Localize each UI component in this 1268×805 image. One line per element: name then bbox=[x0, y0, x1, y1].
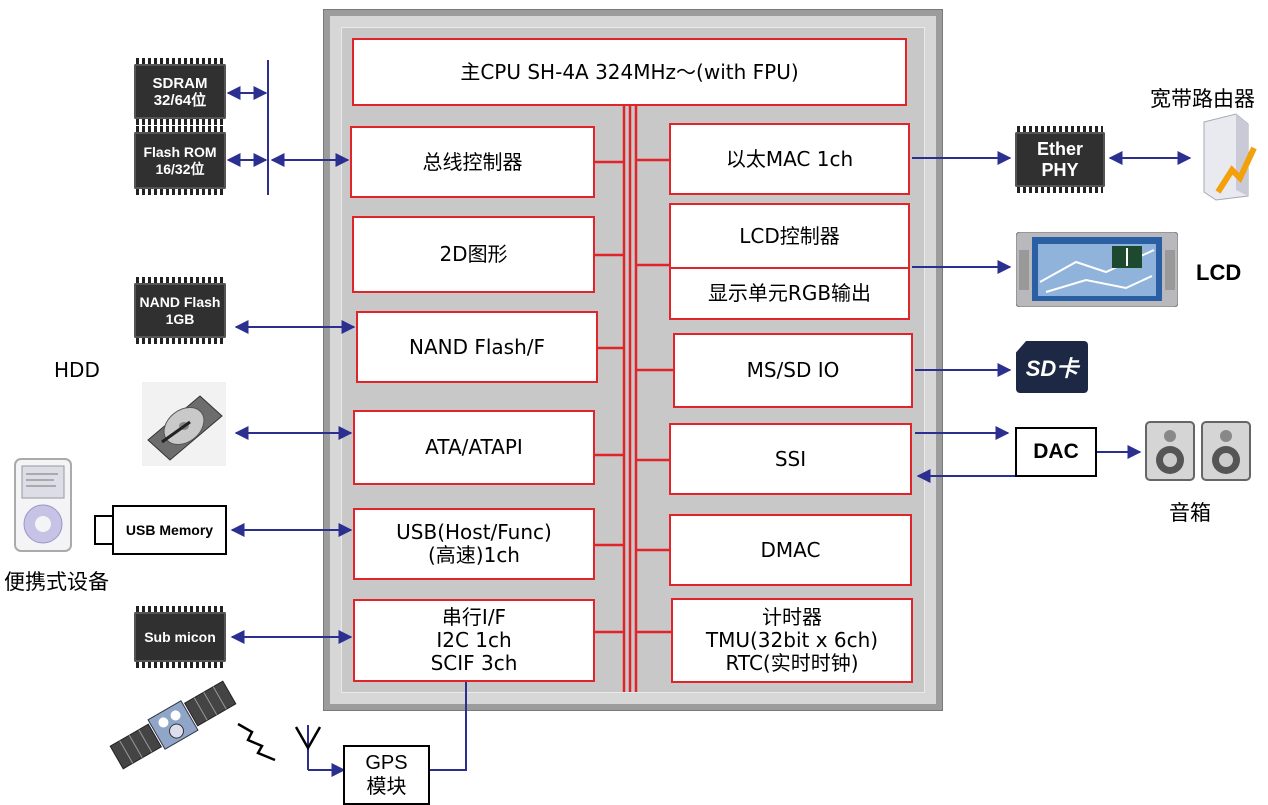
nand-flash-chip: NAND Flash 1GB bbox=[134, 277, 226, 344]
graphics-2d-label: 2D图形 bbox=[439, 242, 508, 266]
serial-label-line3: SCIF 3ch bbox=[430, 651, 518, 675]
ata-atapi-block: ATA/ATAPI bbox=[353, 410, 595, 485]
gps-module-box: GPS 模块 bbox=[343, 745, 430, 805]
usb-block: USB(Host/Func) (高速)1ch bbox=[353, 508, 595, 580]
ms-sd-io-label: MS/SD IO bbox=[746, 358, 840, 382]
rgb-output-label: 显示单元RGB输出 bbox=[707, 281, 872, 305]
timer-label-line3: RTC(实时时钟) bbox=[725, 651, 859, 675]
sdram-label-line1: SDRAM bbox=[152, 74, 208, 92]
flash-rom-chip: Flash ROM 16/32位 bbox=[134, 126, 226, 195]
sdram-label-line2: 32/64位 bbox=[153, 91, 207, 109]
ssi-block: SSI bbox=[669, 423, 912, 495]
gps-label-line2: 模块 bbox=[366, 776, 407, 798]
ether-phy-label-line2: PHY bbox=[1041, 159, 1079, 180]
flash-rom-label-line2: 16/32位 bbox=[155, 160, 205, 177]
gps-label-line1: GPS bbox=[365, 752, 408, 774]
flash-rom-label-line1: Flash ROM bbox=[143, 143, 217, 160]
sdram-chip: SDRAM 32/64位 bbox=[134, 58, 226, 125]
usb-label-line2: (高速)1ch bbox=[427, 543, 520, 567]
nand-flash-if-block: NAND Flash/F bbox=[356, 311, 598, 383]
nand-chip-label-line1: NAND Flash bbox=[139, 293, 221, 310]
speakers-label: 音箱 bbox=[1169, 501, 1211, 525]
speakers-icon bbox=[1145, 421, 1251, 481]
dmac-label: DMAC bbox=[760, 537, 821, 562]
nand-flash-if-label: NAND Flash/F bbox=[408, 334, 545, 359]
bus-controller-block: 总线控制器 bbox=[350, 126, 595, 198]
usb-plug-icon bbox=[94, 515, 114, 545]
portable-device-label: 便携式设备 bbox=[4, 570, 109, 594]
timer-block: 计时器 TMU(32bit x 6ch) RTC(实时时钟) bbox=[671, 598, 913, 683]
graphics-2d-block: 2D图形 bbox=[352, 216, 595, 293]
usb-memory-box: USB Memory bbox=[112, 505, 227, 555]
hdd-label: HDD bbox=[54, 358, 100, 382]
ssi-label: SSI bbox=[774, 446, 807, 471]
timer-label-line1: 计时器 bbox=[762, 605, 822, 629]
serial-label-line2: I2C 1ch bbox=[436, 628, 512, 652]
satellite-icon bbox=[109, 680, 237, 770]
bus-controller-label: 总线控制器 bbox=[422, 149, 523, 174]
lcd-screen-icon bbox=[1016, 232, 1178, 307]
router-icon bbox=[1203, 113, 1257, 201]
sub-micon-chip: Sub micon bbox=[134, 606, 226, 668]
timer-label-line2: TMU(32bit x 6ch) bbox=[705, 628, 879, 652]
ether-mac-block: 以太MAC 1ch bbox=[669, 123, 910, 195]
serial-if-block: 串行I/F I2C 1ch SCIF 3ch bbox=[353, 599, 595, 682]
sub-micon-label: Sub micon bbox=[144, 629, 216, 645]
lcd-controller-label: LCD控制器 bbox=[739, 223, 840, 248]
ata-atapi-label: ATA/ATAPI bbox=[425, 435, 523, 459]
dac-label: DAC bbox=[1033, 440, 1079, 463]
ms-sd-io-block: MS/SD IO bbox=[673, 333, 913, 408]
rgb-output-block: 显示单元RGB输出 bbox=[669, 267, 910, 320]
portable-device-icon bbox=[14, 458, 72, 552]
router-label: 宽带路由器 bbox=[1150, 87, 1255, 111]
nand-chip-label-line2: 1GB bbox=[165, 310, 195, 327]
cpu-label: 主CPU SH-4A 324MHz～(with FPU) bbox=[460, 59, 799, 84]
serial-label-line1: 串行I/F bbox=[441, 605, 507, 629]
dmac-block: DMAC bbox=[669, 514, 912, 586]
sd-card-label: SD卡 bbox=[1025, 356, 1079, 381]
cpu-block: 主CPU SH-4A 324MHz～(with FPU) bbox=[352, 38, 907, 106]
usb-label-line1: USB(Host/Func) bbox=[396, 520, 552, 544]
sd-card-icon: SD卡 bbox=[1016, 341, 1088, 393]
hdd-icon bbox=[142, 382, 226, 466]
ether-phy-chip: Ether PHY bbox=[1015, 126, 1105, 193]
ether-mac-label: 以太MAC 1ch bbox=[725, 146, 854, 171]
lcd-label: LCD bbox=[1196, 260, 1242, 285]
usb-memory-label: USB Memory bbox=[125, 522, 214, 538]
dac-box: DAC bbox=[1015, 427, 1097, 477]
ether-phy-label-line1: Ether bbox=[1036, 138, 1083, 159]
